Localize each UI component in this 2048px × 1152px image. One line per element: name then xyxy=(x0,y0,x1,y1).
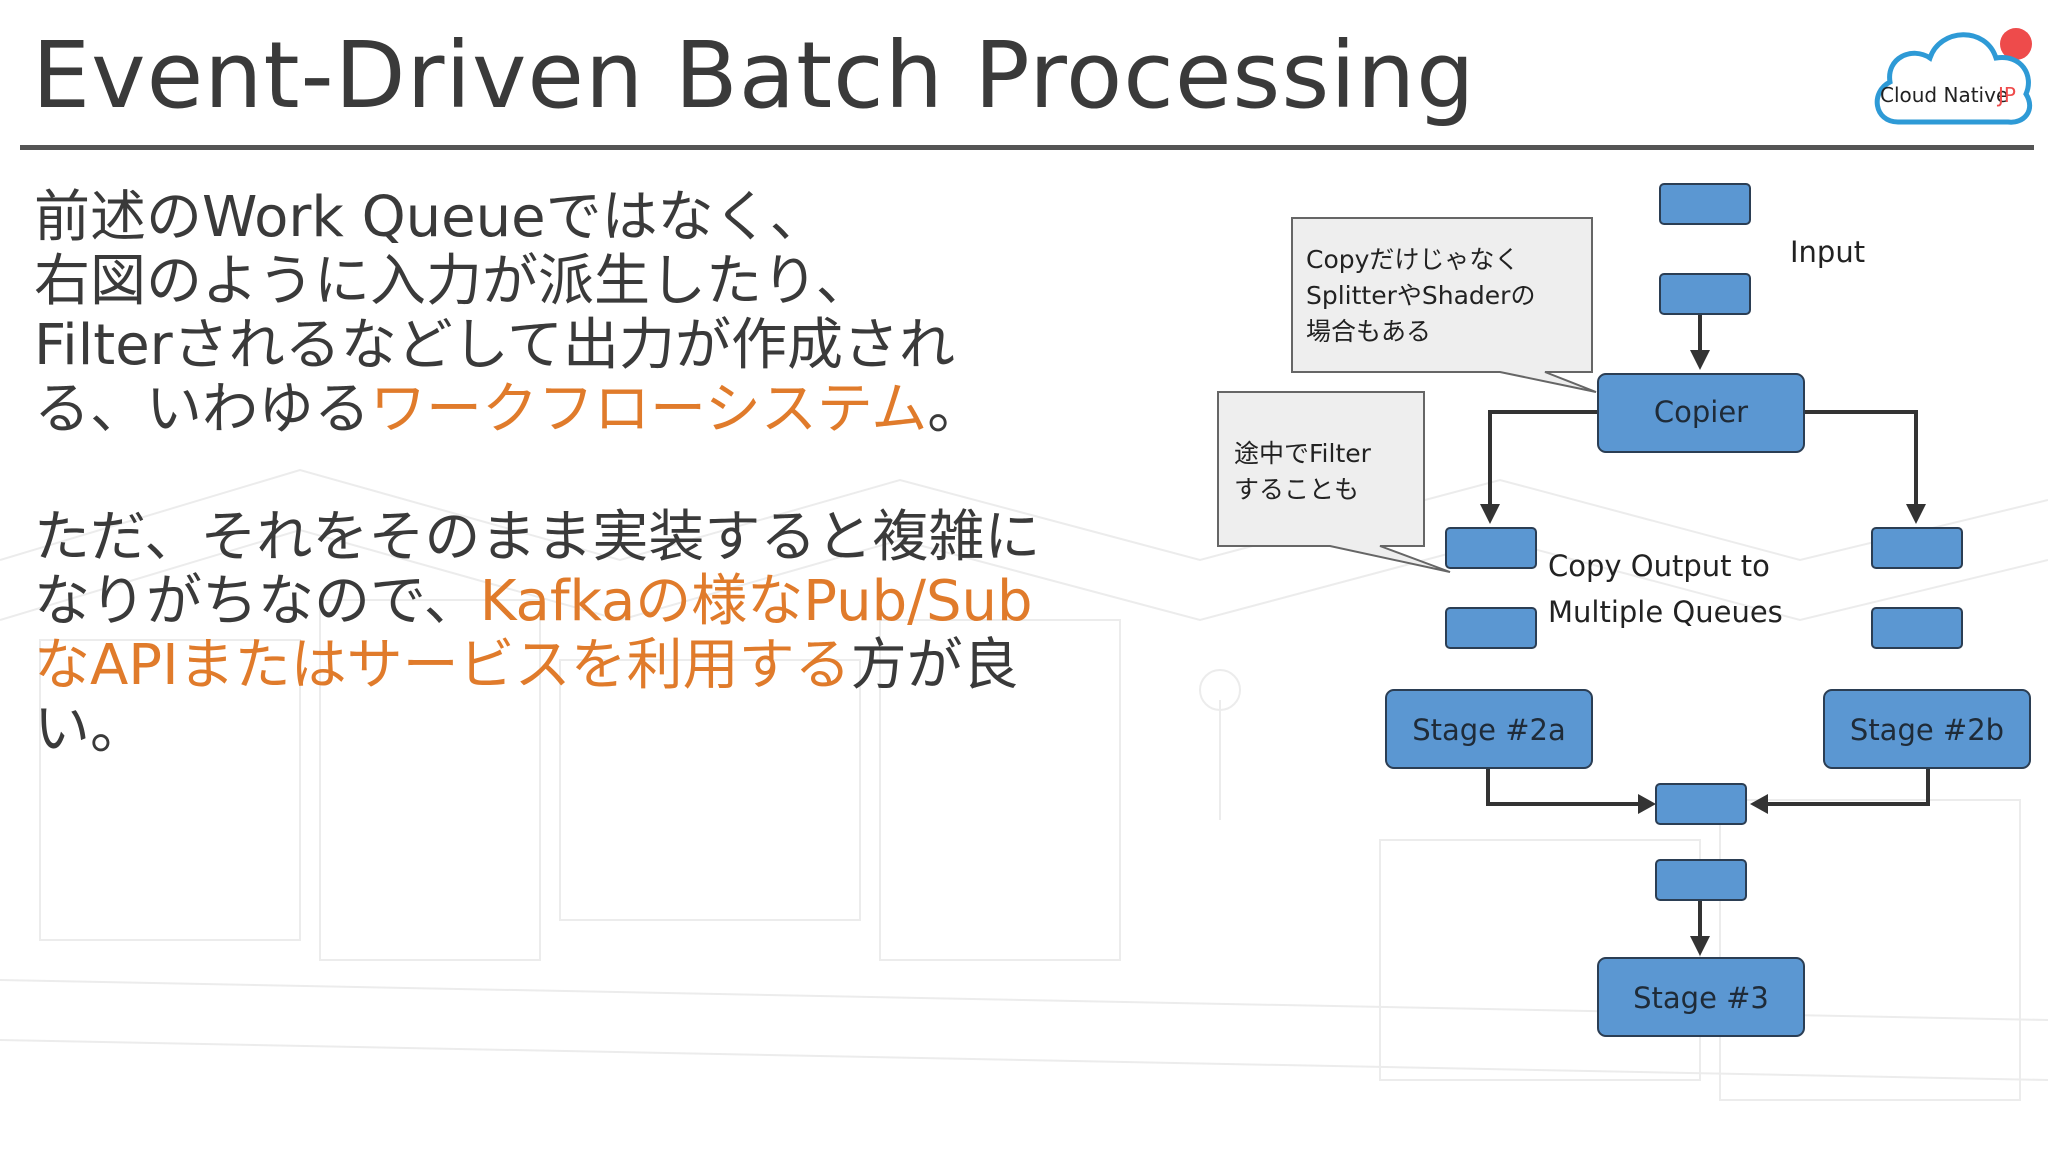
body-text: 前述のWork Queueではなく、 右図のように入力が派生したり、 Filte… xyxy=(34,186,1154,762)
copier-box xyxy=(1597,373,1805,453)
input-queue-1 xyxy=(1659,183,1751,225)
copier-label: Copier xyxy=(1654,395,1748,429)
merge-queue-2 xyxy=(1655,859,1747,901)
logo-text-accent: JP xyxy=(1996,83,2016,107)
text-line: 方が良 xyxy=(850,633,1019,698)
copy-output-label: Copy Output to xyxy=(1548,549,1770,583)
highlight-api: なAPIまたはサービスを利用する xyxy=(34,633,851,698)
callout-text: 途中でFilter xyxy=(1234,439,1372,468)
output-queue-b1 xyxy=(1871,527,1963,569)
title-divider xyxy=(20,145,2034,150)
text-line: 前述のWork Queueではなく、 xyxy=(34,185,826,250)
callout-filter-note: 途中でFilter することも xyxy=(1217,391,1451,573)
page-title: Event-Driven Batch Processing xyxy=(32,22,1476,129)
callout-text: 場合もある xyxy=(1306,317,1431,346)
stage-2b-box xyxy=(1823,689,2031,769)
callout-text: Copyだけじゃなく xyxy=(1306,245,1519,274)
text-line: る、いわゆる xyxy=(34,377,370,442)
paragraph-1: 前述のWork Queueではなく、 右図のように入力が派生したり、 Filte… xyxy=(34,186,1154,442)
connectors xyxy=(1480,294,1930,956)
input-queue-2 xyxy=(1659,273,1751,315)
output-queue-a1 xyxy=(1445,527,1537,569)
callout-text: することも xyxy=(1234,475,1359,504)
text-line: Filterされるなどして出力が作成され xyxy=(34,313,956,378)
cloud-icon xyxy=(1874,28,2033,125)
text-line: 右図のように入力が派生したり、 xyxy=(34,249,872,314)
stage-2a-label: Stage #2a xyxy=(1412,713,1566,747)
output-queue-b2 xyxy=(1871,607,1963,649)
callout-text: SplitterやShaderの xyxy=(1306,281,1535,310)
merge-queue-1 xyxy=(1655,783,1747,825)
cloud-native-jp-logo: Cloud Native JP xyxy=(1874,28,2033,125)
stage-2a-box xyxy=(1385,689,1593,769)
output-queue-a2 xyxy=(1445,607,1537,649)
paragraph-2: ただ、それをそのまま実装すると複雑に なりがちなので、Kafkaの様なPub/S… xyxy=(34,506,1154,762)
logo-text: Cloud Native xyxy=(1880,83,2008,107)
text-line: い。 xyxy=(34,697,146,762)
highlight-kafka: Kafkaの様なPub/Sub xyxy=(479,569,1033,634)
text-line: 。 xyxy=(927,377,984,442)
text-line: ただ、それをそのまま実装すると複雑に xyxy=(34,505,1041,570)
highlight-workflow: ワークフローシステム xyxy=(370,377,928,442)
callout-copier-note: Copyだけじゃなく SplitterやShaderの 場合もある xyxy=(1291,217,1597,393)
input-label: Input xyxy=(1790,235,1865,269)
stage-2b-label: Stage #2b xyxy=(1850,713,2004,747)
workflow-diagram: Copyだけじゃなく SplitterやShaderの 場合もある 途中でFil… xyxy=(1217,183,2031,1037)
stage-3-box xyxy=(1597,957,1805,1037)
text-line: なりがちなので、 xyxy=(34,569,480,634)
copy-output-label: Multiple Queues xyxy=(1548,595,1783,629)
stage-3-label: Stage #3 xyxy=(1633,981,1769,1015)
